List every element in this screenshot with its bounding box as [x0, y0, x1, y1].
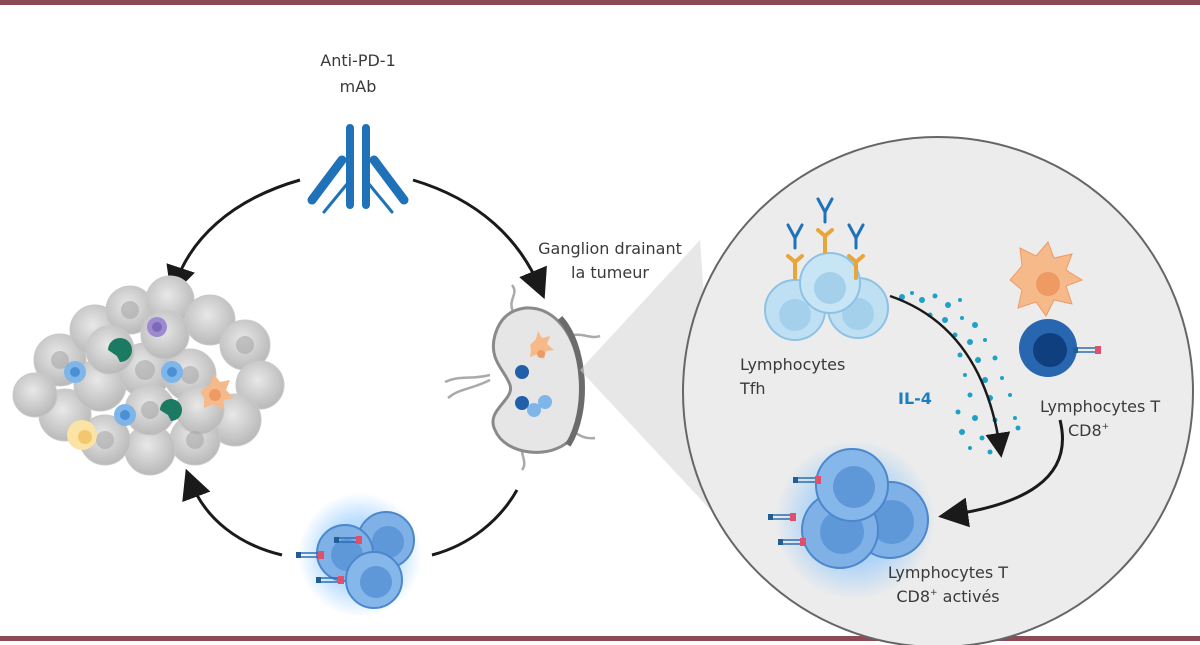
antibody-label-line2: mAb: [340, 77, 377, 96]
top-frame-bar: [0, 0, 1200, 5]
activated-cd8-cells-cycle: [295, 493, 422, 617]
activated-label-activated: activés: [938, 587, 1000, 606]
cd8-t-cell: [1019, 319, 1102, 377]
arrow-cells-to-tumor: [182, 468, 283, 557]
anti-pd1-antibody-icon: [307, 124, 409, 214]
dendritic-cell: [1009, 241, 1084, 317]
activated-label-line1: Lymphocytes T: [888, 563, 1008, 582]
activated-label-line2: CD8+ activés: [896, 587, 999, 606]
arrow-il4: [889, 294, 1011, 458]
arrow-antibody-to-ganglion: [412, 178, 547, 300]
tfh-cells: [764, 197, 889, 341]
tfh-label-line2: Tfh: [739, 379, 766, 398]
cd8-label-line2: CD8+: [1068, 421, 1109, 440]
activated-cd8-cells-zoom: [767, 440, 935, 600]
ganglion-label-line1: Ganglion drainant: [538, 239, 682, 258]
zoom-cone: [580, 240, 720, 520]
ganglion-label-line2: la tumeur: [571, 263, 649, 282]
tfh-label-line1: Lymphocytes: [740, 355, 845, 374]
cd8-label-text: CD8: [1068, 421, 1102, 440]
activated-label-cd8: CD8: [896, 587, 930, 606]
activated-label-sup: +: [930, 588, 938, 598]
il4-label: IL-4: [898, 389, 932, 408]
arrow-cd8-to-activated: [938, 419, 1064, 528]
bottom-frame-bar: [0, 636, 1200, 641]
antibody-label-line1: Anti-PD-1: [320, 51, 396, 70]
arrow-antibody-to-tumor: [166, 178, 301, 297]
cd8-label-sup: +: [1102, 422, 1110, 432]
cd8-label-line1: Lymphocytes T: [1040, 397, 1160, 416]
arrow-ganglion-to-cells: [431, 489, 519, 557]
tumor-mass: [12, 275, 285, 476]
lymph-node-ganglion: [444, 284, 601, 471]
